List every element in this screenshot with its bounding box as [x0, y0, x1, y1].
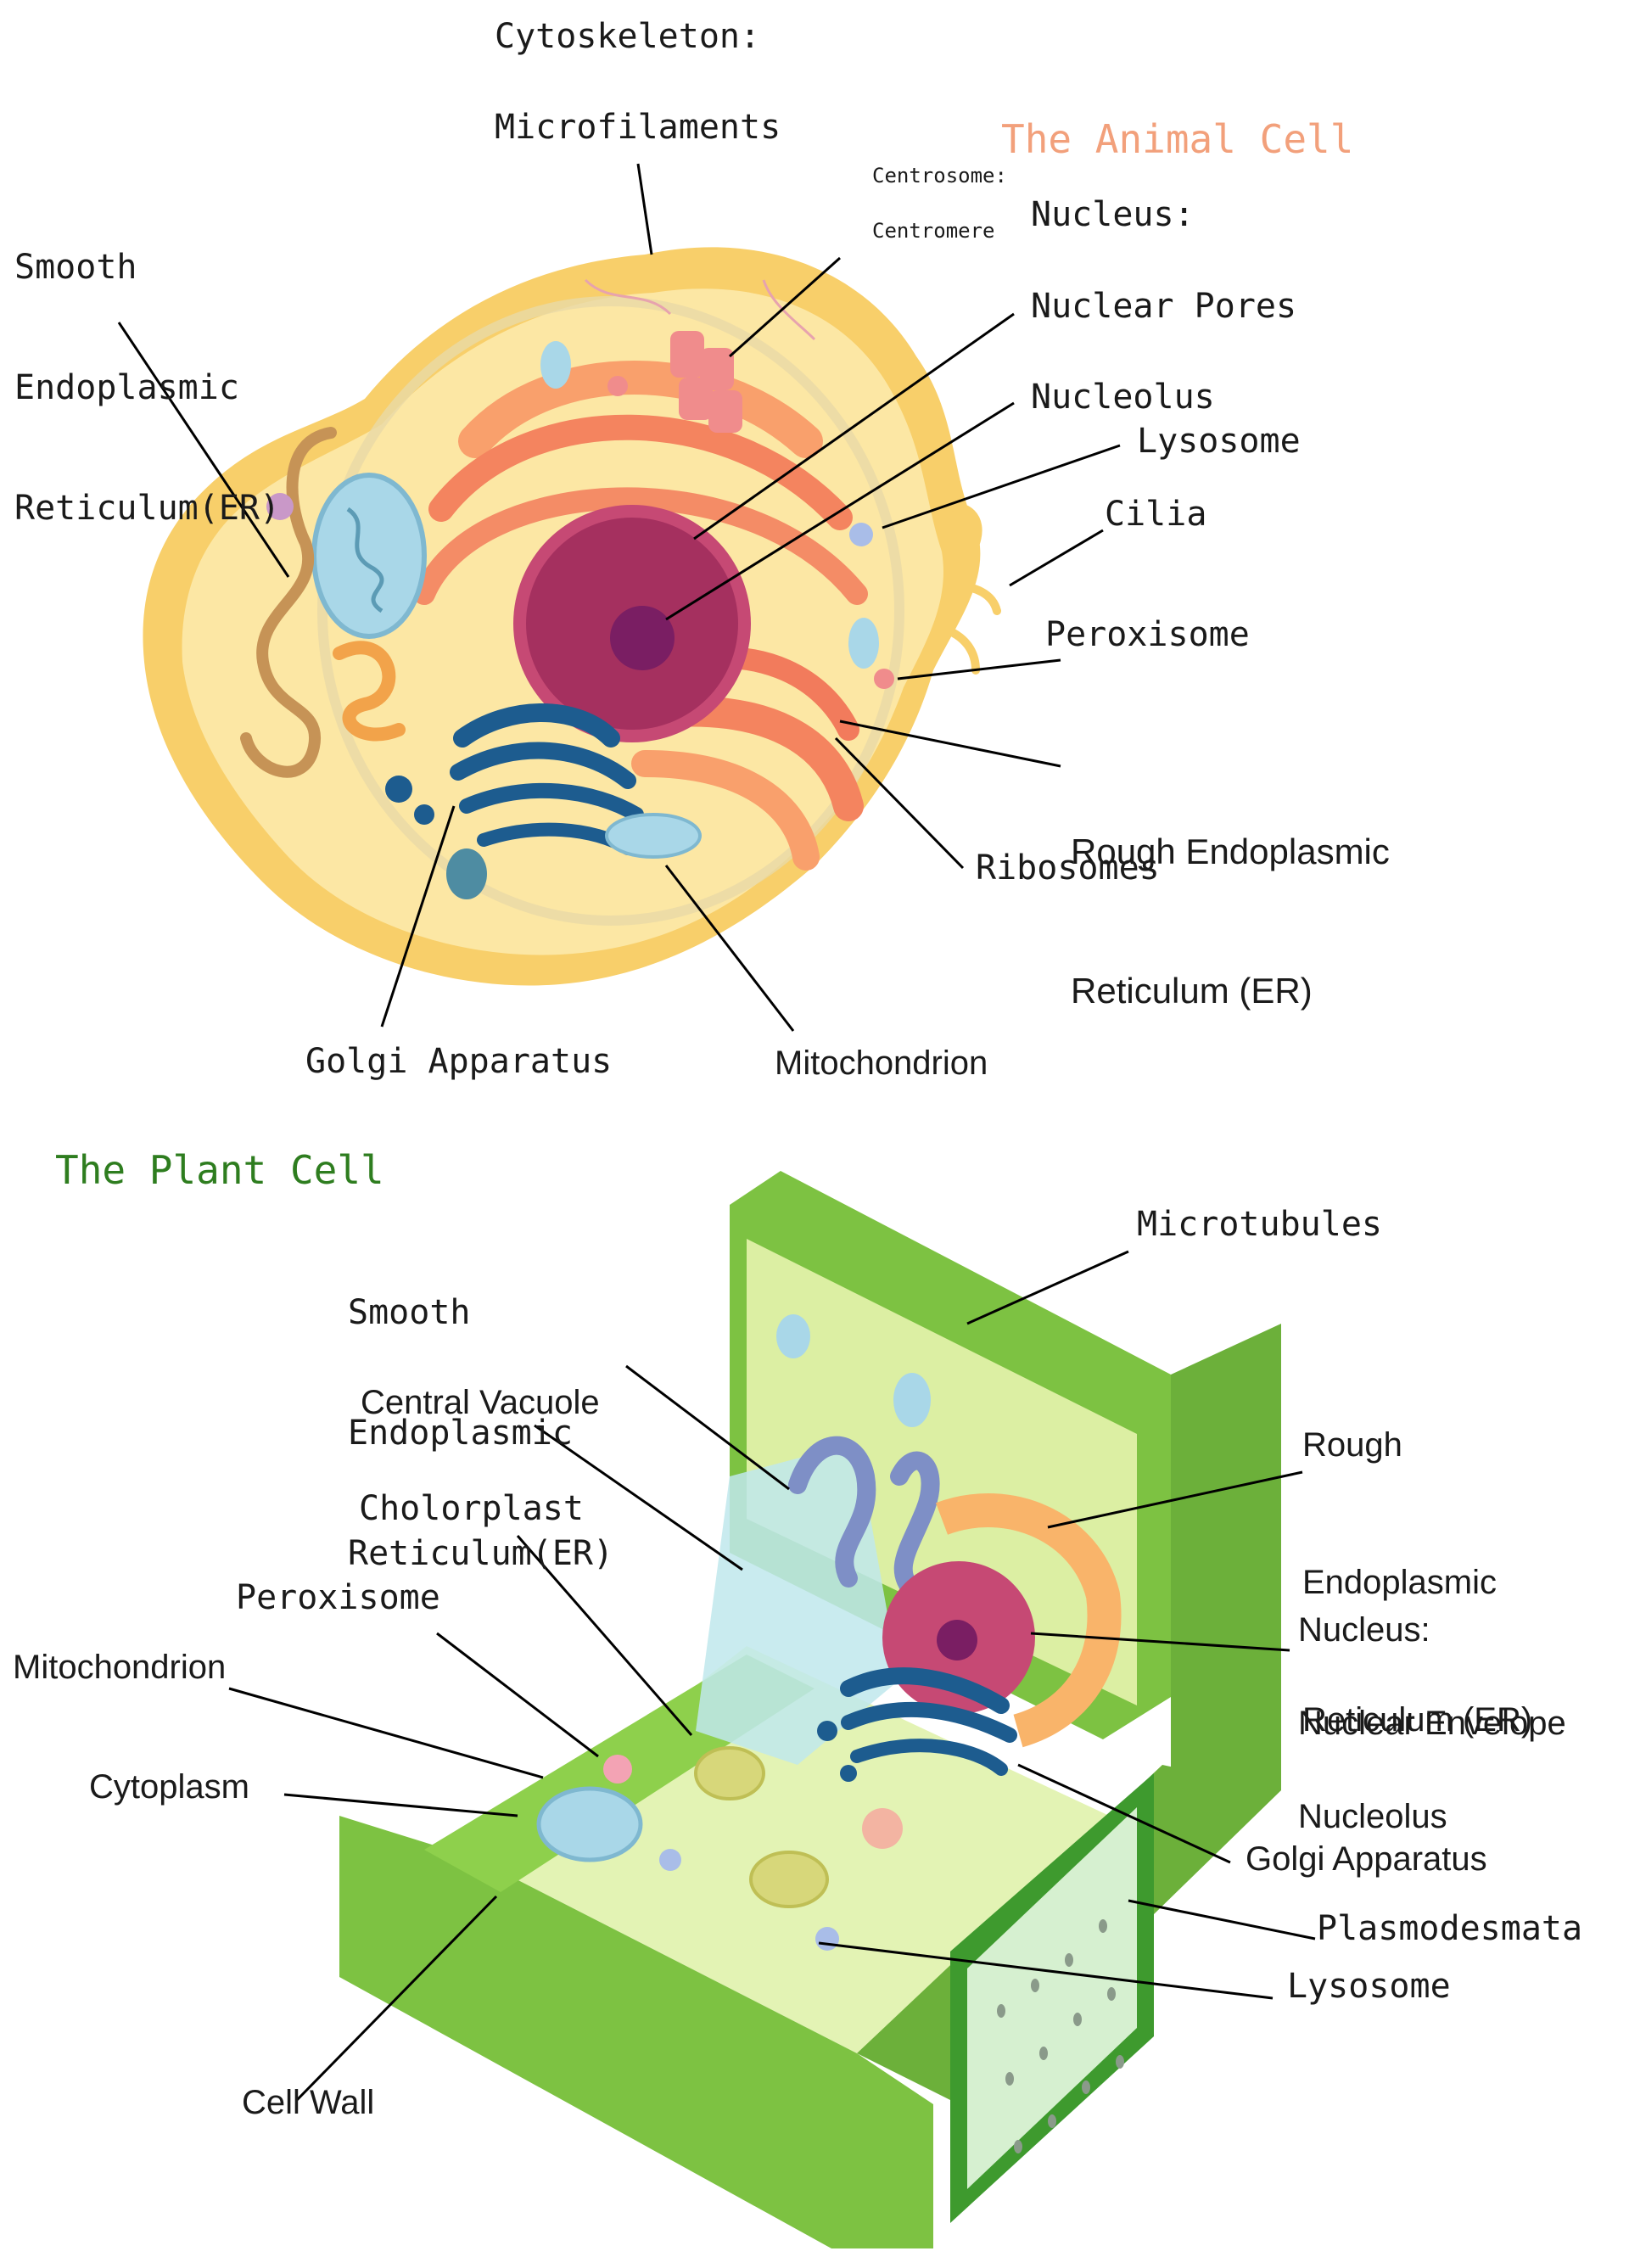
golgi-icon [450, 703, 644, 855]
label-plant-smooth-er-line1: Smooth [348, 1293, 471, 1333]
nucleolus-icon [937, 1620, 977, 1660]
chloroplast-icon [694, 1746, 765, 1800]
animal-cell-illustration [143, 247, 1001, 986]
label-plant-nucleolus: Nucleolus [1298, 1798, 1447, 1835]
lysosome-icon [849, 523, 873, 546]
label-plant-mitochondrion: Mitochondrion [13, 1649, 227, 1686]
plasmodesmata-icon [997, 1919, 1124, 2153]
inner-ring [317, 296, 904, 926]
label-microtubules: Microtubules [1137, 1205, 1382, 1244]
leader-lines [117, 163, 1316, 2102]
label-cell-wall: Cell Wall [242, 2084, 375, 2121]
label-plant-smooth-er: Smooth Endoplasmic Reticulum(ER) [348, 1213, 613, 1614]
label-animal-rough-er-line1: Rough Endoplasmic [1071, 832, 1390, 872]
label-central-vacuole: Central Vacuole [361, 1384, 600, 1421]
nucleolus-icon [610, 606, 675, 670]
label-centrosome: Centrosome: [872, 164, 1007, 188]
label-animal-rough-er-line2: Reticulum (ER) [1071, 970, 1313, 1011]
label-ribosomes: Ribosomes [976, 848, 1160, 888]
label-animal-rough-er: Rough Endoplasmic Reticulum (ER) [1071, 736, 1390, 1061]
label-plant-peroxisome: Peroxisome [236, 1578, 440, 1617]
label-plasmodesmata: Plasmodesmata [1317, 1909, 1583, 1948]
golgi-icon [840, 1667, 1017, 1776]
peroxisome-icon [603, 1755, 632, 1784]
label-animal-mitochondrion: Mitochondrion [775, 1044, 988, 1082]
mitochondrion-icon [536, 1786, 643, 1862]
label-cholorplast: Cholorplast [359, 1489, 584, 1528]
cell-wall-right [1171, 1324, 1281, 1841]
label-plant-rough-er: Rough Endoplasmic Reticulum (ER) [1302, 1330, 1532, 1789]
label-microfilaments: Microfilaments [495, 108, 781, 147]
label-cytoplasm: Cytoplasm [89, 1768, 249, 1806]
label-animal-smooth-er-line3: Reticulum(ER) [14, 488, 281, 528]
label-animal-smooth-er-line1: Smooth [14, 248, 137, 288]
label-plant-golgi: Golgi Apparatus [1246, 1840, 1487, 1878]
rough-er-icon [935, 1493, 1122, 1748]
plant-cell-title: The Plant Cell [55, 1147, 384, 1193]
label-animal-lysosome: Lysosome [1137, 422, 1301, 461]
label-plant-lysosome: Lysosome [1287, 1967, 1451, 2006]
plant-cell-illustration [339, 1171, 1281, 2248]
label-plant-rough-er-line1: Rough [1302, 1426, 1402, 1464]
chloroplast-icon-2 [749, 1851, 829, 1908]
lysosome-icon [815, 1927, 839, 1951]
label-plant-smooth-er-line3: Reticulum(ER) [348, 1533, 614, 1573]
label-nuclear-pores: Nuclear Pores [1031, 287, 1297, 326]
label-plant-nucleus: Nucleus: [1298, 1611, 1430, 1649]
label-cytoskeleton: Cytoskeleton: [495, 17, 761, 56]
label-animal-nucleus: Nucleus: [1031, 195, 1195, 234]
label-animal-smooth-er-line2: Endoplasmic [14, 367, 239, 407]
label-plant-rough-er-line2: Endoplasmic [1302, 1564, 1497, 1601]
smooth-er-icon [240, 427, 337, 778]
label-plant-rough-er-line3: Reticulum (ER) [1302, 1701, 1533, 1739]
label-animal-peroxisome: Peroxisome [1045, 615, 1250, 654]
mitochondrion-icon [311, 473, 427, 639]
label-animal-smooth-er: Smooth Endoplasmic Reticulum(ER) [14, 168, 280, 568]
label-nuclear-envelope: Nuclear Envelope [1298, 1705, 1566, 1742]
label-cilia: Cilia [1105, 495, 1207, 534]
cilia-icon [938, 502, 1001, 675]
centrosome-icon [670, 331, 742, 433]
label-animal-golgi: Golgi Apparatus [305, 1042, 613, 1081]
label-plant-smooth-er-line2: Endoplasmic [348, 1413, 573, 1453]
label-animal-nucleolus: Nucleolus [1031, 378, 1215, 417]
label-centromere: Centromere [872, 219, 995, 243]
cell-wall-front-left [339, 1816, 933, 2248]
animal-cell-title: The Animal Cell [1001, 116, 1354, 162]
smooth-er-icon [788, 1436, 940, 1604]
peroxisome-icon [874, 669, 894, 689]
mitochondrion-small [605, 813, 702, 859]
